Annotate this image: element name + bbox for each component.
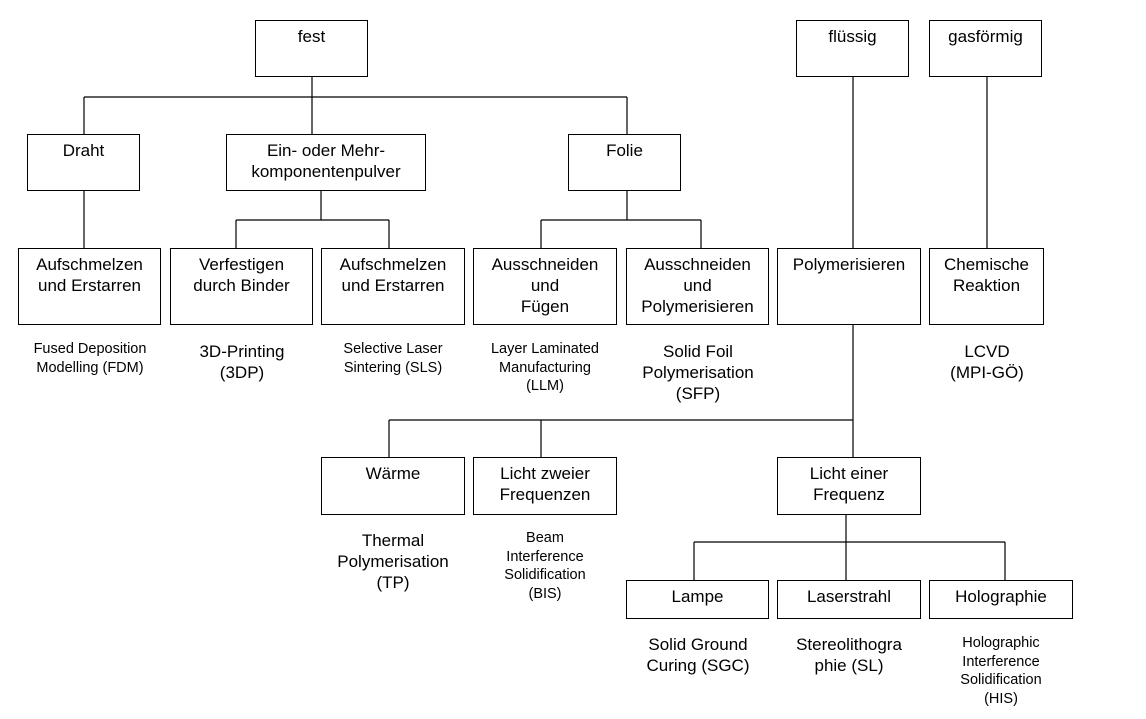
node-verfestigen: Verfestigen durch Binder [170, 248, 313, 325]
node-waerme: Wärme [321, 457, 465, 515]
process-sl: Stereolithogra phie (SL) [796, 635, 902, 675]
node-chemische-reaktion: Chemische Reaktion [929, 248, 1044, 325]
process-3dp: 3D-Printing (3DP) [199, 342, 285, 382]
process-tp: Thermal Polymerisation (TP) [337, 531, 449, 592]
node-fluessig: flüssig [796, 20, 909, 77]
process-fdm: Fused Deposition Modelling (FDM) [33, 341, 147, 376]
node-polymerisieren: Polymerisieren [777, 248, 921, 325]
node-ausschneiden-fuegen: Ausschneiden und Fügen [473, 248, 617, 325]
process-bis: Beam Interference Solidification (BIS) [504, 530, 586, 602]
process-llm: Layer Laminated Manufacturing (LLM) [490, 341, 599, 394]
process-his: Holographic Interference Solidification … [960, 635, 1042, 707]
process-lcvd: LCVD (MPI-GÖ) [950, 342, 1024, 382]
node-lampe: Lampe [626, 580, 769, 619]
node-licht-einer-frequenz: Licht einer Frequenz [777, 457, 921, 515]
node-ausschneiden-polymerisieren: Ausschneiden und Polymerisieren [626, 248, 769, 325]
node-pulver: Ein- oder Mehr- komponentenpulver [226, 134, 426, 191]
node-fest: fest [255, 20, 368, 77]
node-folie: Folie [568, 134, 681, 191]
node-licht-zweier-frequenzen: Licht zweier Frequenzen [473, 457, 617, 515]
process-sgc: Solid Ground Curing (SGC) [646, 635, 750, 675]
node-holographie: Holographie [929, 580, 1073, 619]
process-sls: Selective Laser Sintering (SLS) [343, 341, 443, 376]
node-draht: Draht [27, 134, 140, 191]
node-aufschmelzen-draht: Aufschmelzen und Erstarren [18, 248, 161, 325]
node-gasfoermig: gasförmig [929, 20, 1042, 77]
node-aufschmelzen-pulver: Aufschmelzen und Erstarren [321, 248, 465, 325]
process-sfp: Solid Foil Polymerisation (SFP) [642, 342, 754, 403]
node-laserstrahl: Laserstrahl [777, 580, 921, 619]
